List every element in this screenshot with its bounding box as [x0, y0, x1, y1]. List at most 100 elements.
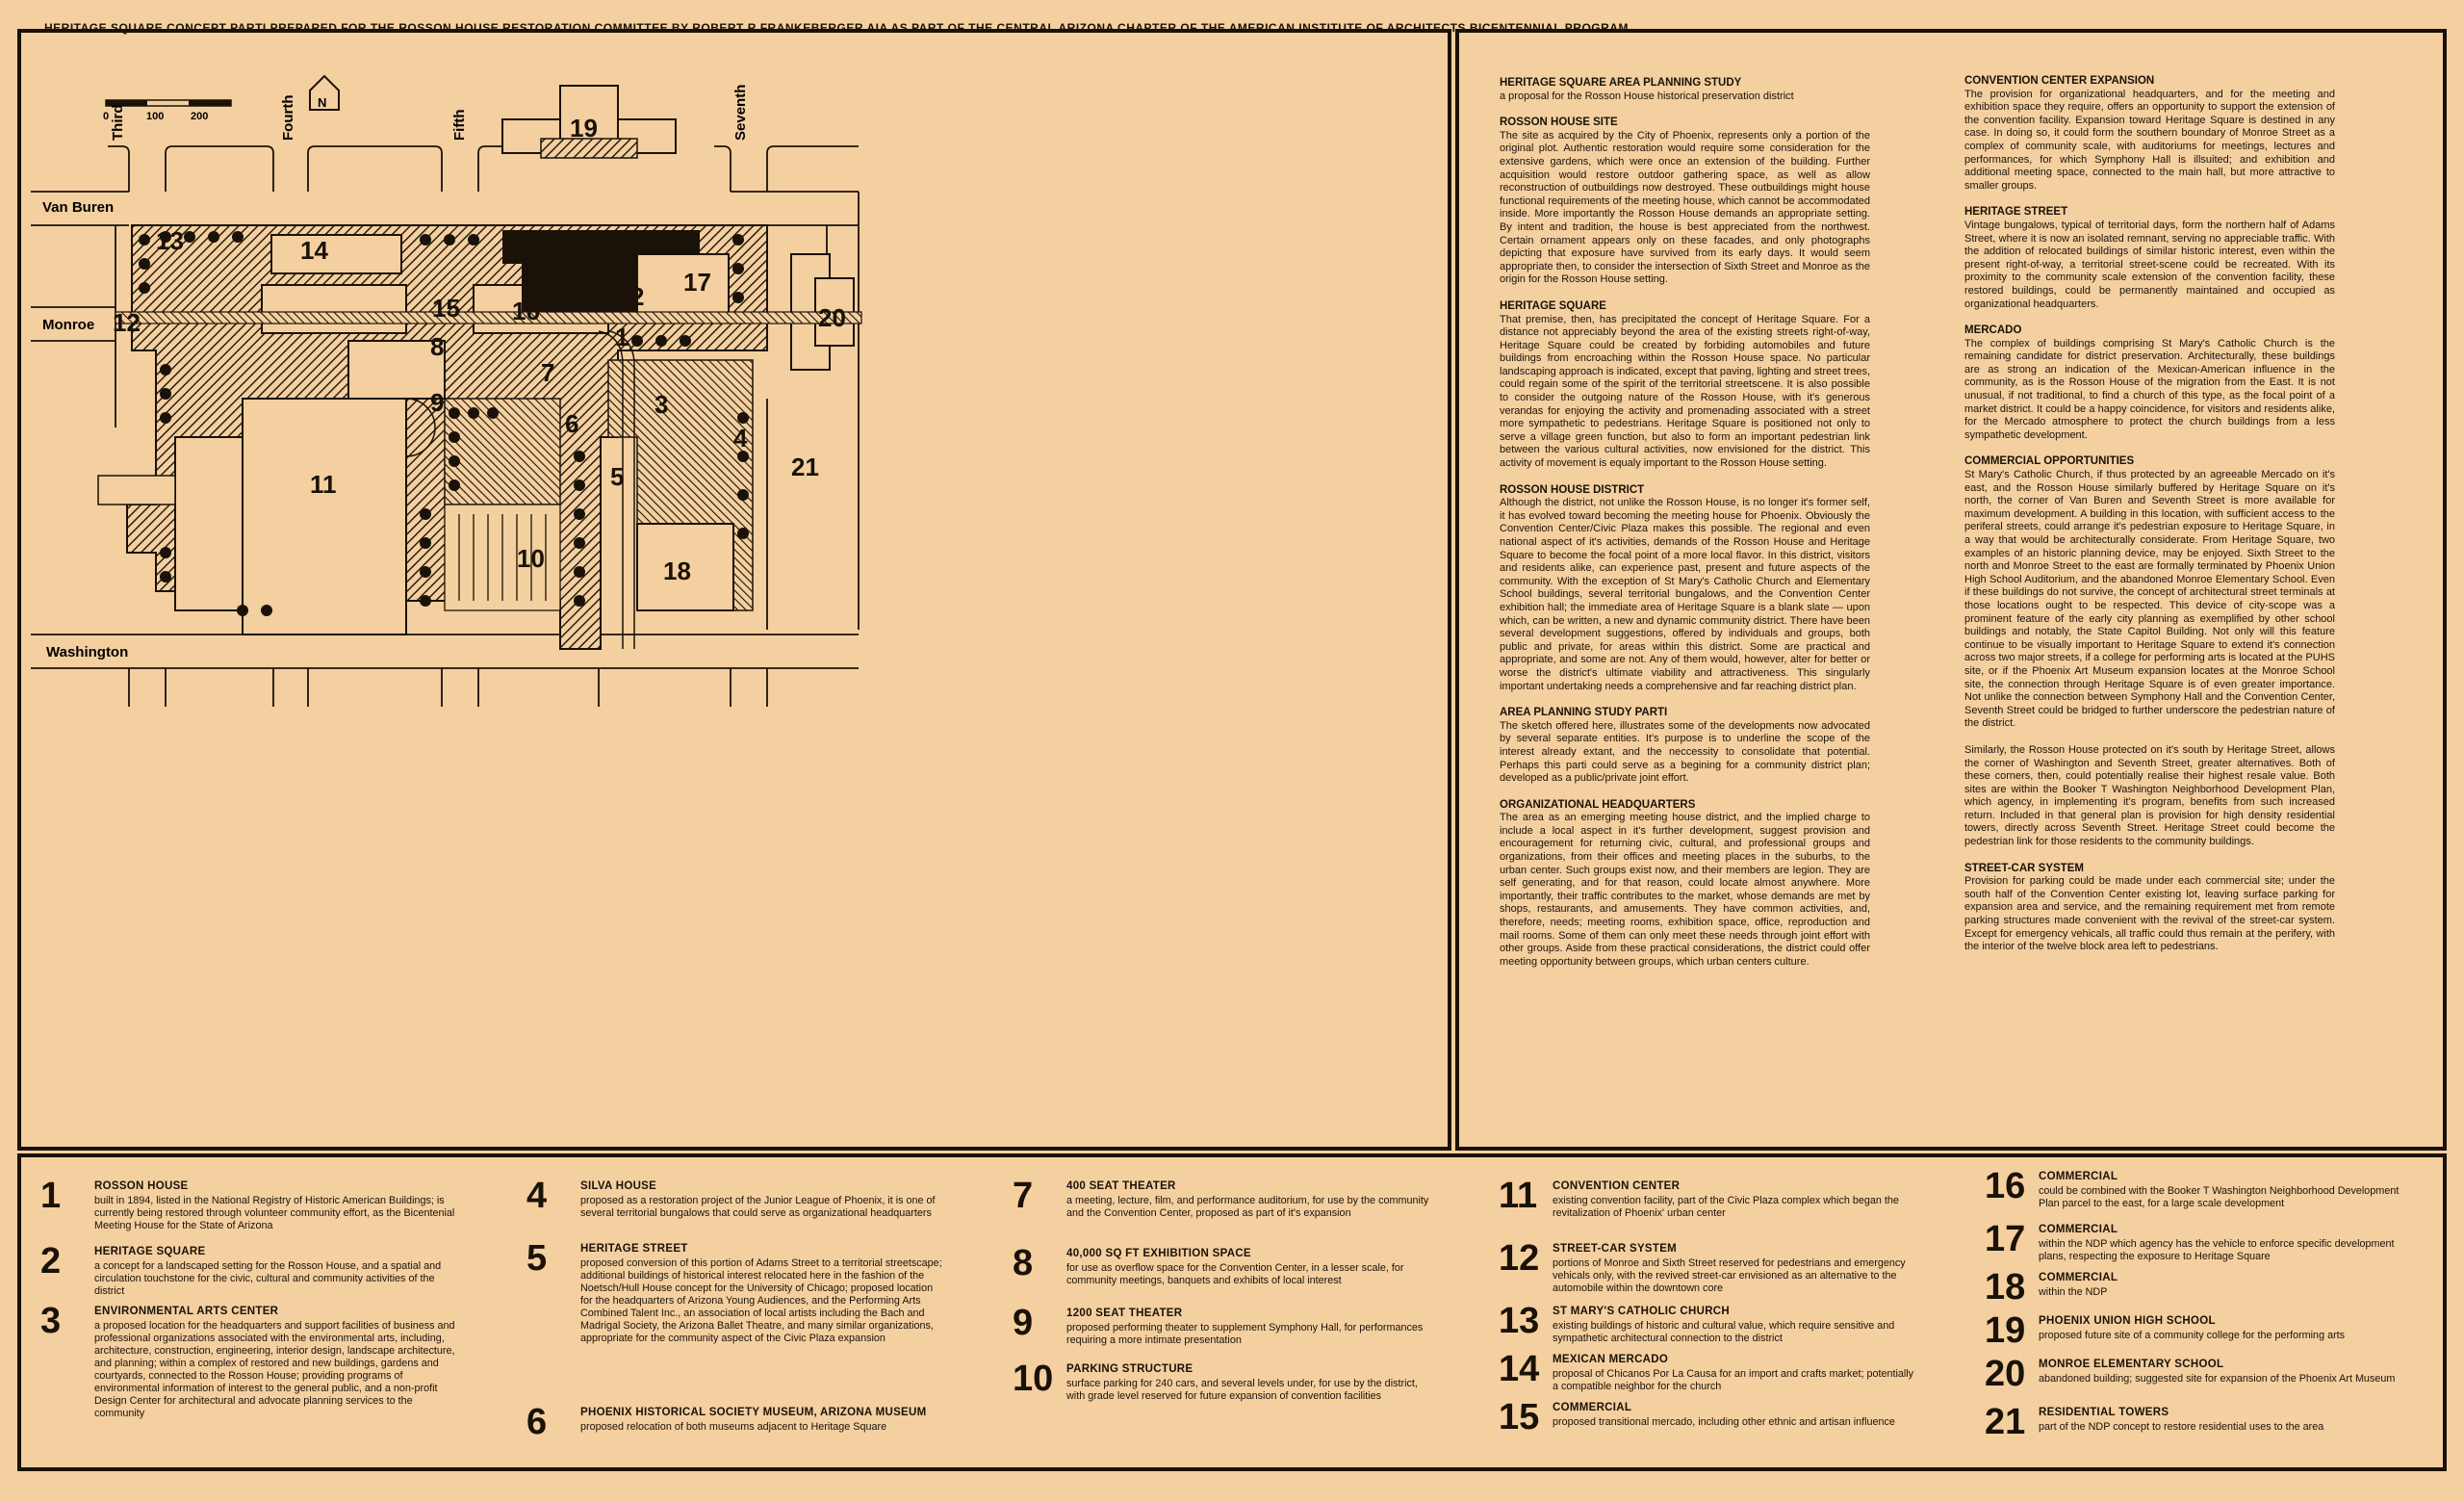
site-plan-map: 0 100 200 N — [17, 29, 1451, 1151]
site-number-11: 11 — [310, 470, 337, 499]
scale-label-0: 0 — [103, 111, 109, 122]
scale-bar: 0 100 200 — [103, 99, 232, 122]
legend-title: RESIDENTIAL TOWERS — [2039, 1407, 2169, 1418]
legend-title: PHOENIX UNION HIGH SCHOOL — [2039, 1315, 2216, 1327]
section-body: That premise, then, has precipitated the… — [1500, 313, 1870, 470]
legend-number: 5 — [526, 1238, 548, 1279]
site-number-5: 5 — [610, 462, 624, 491]
legend-description: existing buildings of historic and cultu… — [1553, 1320, 1895, 1344]
legend-description: a meeting, lecture, film, and performanc… — [1066, 1195, 1429, 1219]
site-number-18: 18 — [663, 557, 691, 585]
section-title: AREA PLANNING STUDY PARTI — [1500, 707, 1668, 719]
site-number-7: 7 — [541, 358, 554, 387]
legend-number: 19 — [1985, 1310, 2026, 1351]
legend-description: proposed future site of a community coll… — [2039, 1330, 2346, 1341]
section-title: CONVENTION CENTER EXPANSION — [1964, 75, 2155, 87]
street-label-washington: Washington — [46, 644, 128, 660]
legend-number: 2 — [40, 1241, 62, 1282]
section-body: Similarly, the Rosson House protected on… — [1964, 743, 2335, 848]
legend-description: part of the NDP concept to restore resid… — [2039, 1421, 2324, 1433]
legend-title: ENVIRONMENTAL ARTS CENTER — [94, 1306, 279, 1317]
legend-title: HERITAGE STREET — [580, 1243, 688, 1255]
legend-title: CONVENTION CENTER — [1553, 1180, 1681, 1192]
legend-title: 40,000 SQ FT EXHIBITION SPACE — [1066, 1248, 1251, 1259]
site-number-16: 16 — [512, 297, 540, 325]
legend-title: COMMERCIAL — [2039, 1171, 2118, 1182]
north-label: N — [318, 95, 326, 110]
legend-description: proposal of Chicanos Por La Causa for an… — [1553, 1368, 1914, 1392]
legend-title: COMMERCIAL — [1553, 1402, 1632, 1413]
section-body: Vintage bungalows, typical of territoria… — [1964, 219, 2335, 310]
section-title: MERCADO — [1964, 324, 2022, 337]
legend-number: 9 — [1013, 1303, 1034, 1343]
scale-label-200: 200 — [191, 111, 208, 122]
site-number-9: 9 — [430, 388, 444, 417]
site-number-10: 10 — [517, 544, 545, 573]
site-number-15: 15 — [432, 294, 460, 323]
legend-title: 400 SEAT THEATER — [1066, 1180, 1176, 1192]
section-title: HERITAGE SQUARE AREA PLANNING STUDY — [1500, 77, 1742, 89]
section-subtitle: a proposal for the Rosson House historic… — [1500, 90, 1794, 102]
legend-number: 3 — [40, 1301, 62, 1341]
site-number-19: 19 — [570, 114, 598, 142]
site-number-2: 2 — [630, 282, 644, 311]
site-number-17: 17 — [683, 268, 711, 297]
legend-number: 14 — [1499, 1349, 1540, 1389]
street-label-monroe: Monroe — [42, 317, 94, 333]
site-number-20: 20 — [818, 303, 846, 332]
legend-number: 16 — [1985, 1166, 2026, 1206]
street-label-fourth: Fourth — [280, 95, 296, 141]
legend-title: STREET-CAR SYSTEM — [1553, 1243, 1678, 1255]
section-body: The sketch offered here, illustrates som… — [1500, 719, 1870, 785]
legend-number: 8 — [1013, 1243, 1034, 1283]
section-body: St Mary's Catholic Church, if thus prote… — [1964, 469, 2335, 730]
legend-number: 17 — [1985, 1219, 2026, 1259]
legend-description: proposed performing theater to supplemen… — [1066, 1322, 1424, 1346]
street-grid — [31, 145, 860, 707]
legend-number: 15 — [1499, 1397, 1540, 1437]
legend-number: 1 — [40, 1176, 62, 1216]
site-number-12: 12 — [113, 308, 141, 337]
section-body: The provision for organizational headqua… — [1964, 88, 2335, 192]
street-label-fifth: Fifth — [451, 110, 468, 141]
legend-number: 11 — [1499, 1176, 1538, 1216]
parking-structure-10 — [444, 504, 561, 611]
section-title: STREET-CAR SYSTEM — [1964, 862, 2084, 874]
legend-number: 7 — [1013, 1176, 1034, 1216]
legend-description: portions of Monroe and Sixth Street rese… — [1553, 1257, 1906, 1294]
site-number-13: 13 — [156, 226, 184, 255]
legend-description: could be combined with the Booker T Wash… — [2039, 1185, 2400, 1209]
site-number-6: 6 — [565, 409, 578, 438]
legend-title: HERITAGE SQUARE — [94, 1246, 206, 1257]
section-title: HERITAGE STREET — [1964, 206, 2068, 219]
legend-number: 21 — [1985, 1402, 2026, 1442]
legend-description: a concept for a landscaped setting for t… — [94, 1260, 442, 1297]
legend-description: surface parking for 240 cars, and severa… — [1066, 1378, 1418, 1402]
legend-number: 4 — [526, 1176, 548, 1216]
section-title: ROSSON HOUSE DISTRICT — [1500, 483, 1645, 496]
street-label-van-buren: Van Buren — [42, 199, 114, 216]
legend-description: proposed conversion of this portion of A… — [580, 1257, 942, 1344]
section-title: ROSSON HOUSE SITE — [1500, 117, 1618, 129]
legend-title: PHOENIX HISTORICAL SOCIETY MUSEUM, ARIZO… — [580, 1407, 927, 1418]
legend-title: COMMERCIAL — [2039, 1224, 2118, 1235]
north-arrow-icon: N — [309, 74, 340, 111]
site-plan-drawing: 0 100 200 N — [31, 74, 862, 707]
section-body: The site as acquired by the City of Phoe… — [1500, 129, 1870, 286]
legend-number: 12 — [1499, 1238, 1540, 1279]
legend-title: ST MARY'S CATHOLIC CHURCH — [1553, 1306, 1731, 1317]
legend-title: ROSSON HOUSE — [94, 1180, 189, 1192]
street-trees — [139, 231, 749, 616]
legend-description: proposed relocation of both museums adja… — [580, 1421, 887, 1433]
site-number-14: 14 — [300, 236, 328, 265]
site-number-3: 3 — [654, 390, 668, 419]
legend-number: 6 — [526, 1402, 548, 1442]
section-title: HERITAGE SQUARE — [1500, 299, 1606, 312]
legend-description: a proposed location for the headquarters… — [94, 1320, 455, 1419]
legend-title: PARKING STRUCTURE — [1066, 1363, 1194, 1375]
legend-description: existing convention facility, part of th… — [1553, 1195, 1899, 1219]
